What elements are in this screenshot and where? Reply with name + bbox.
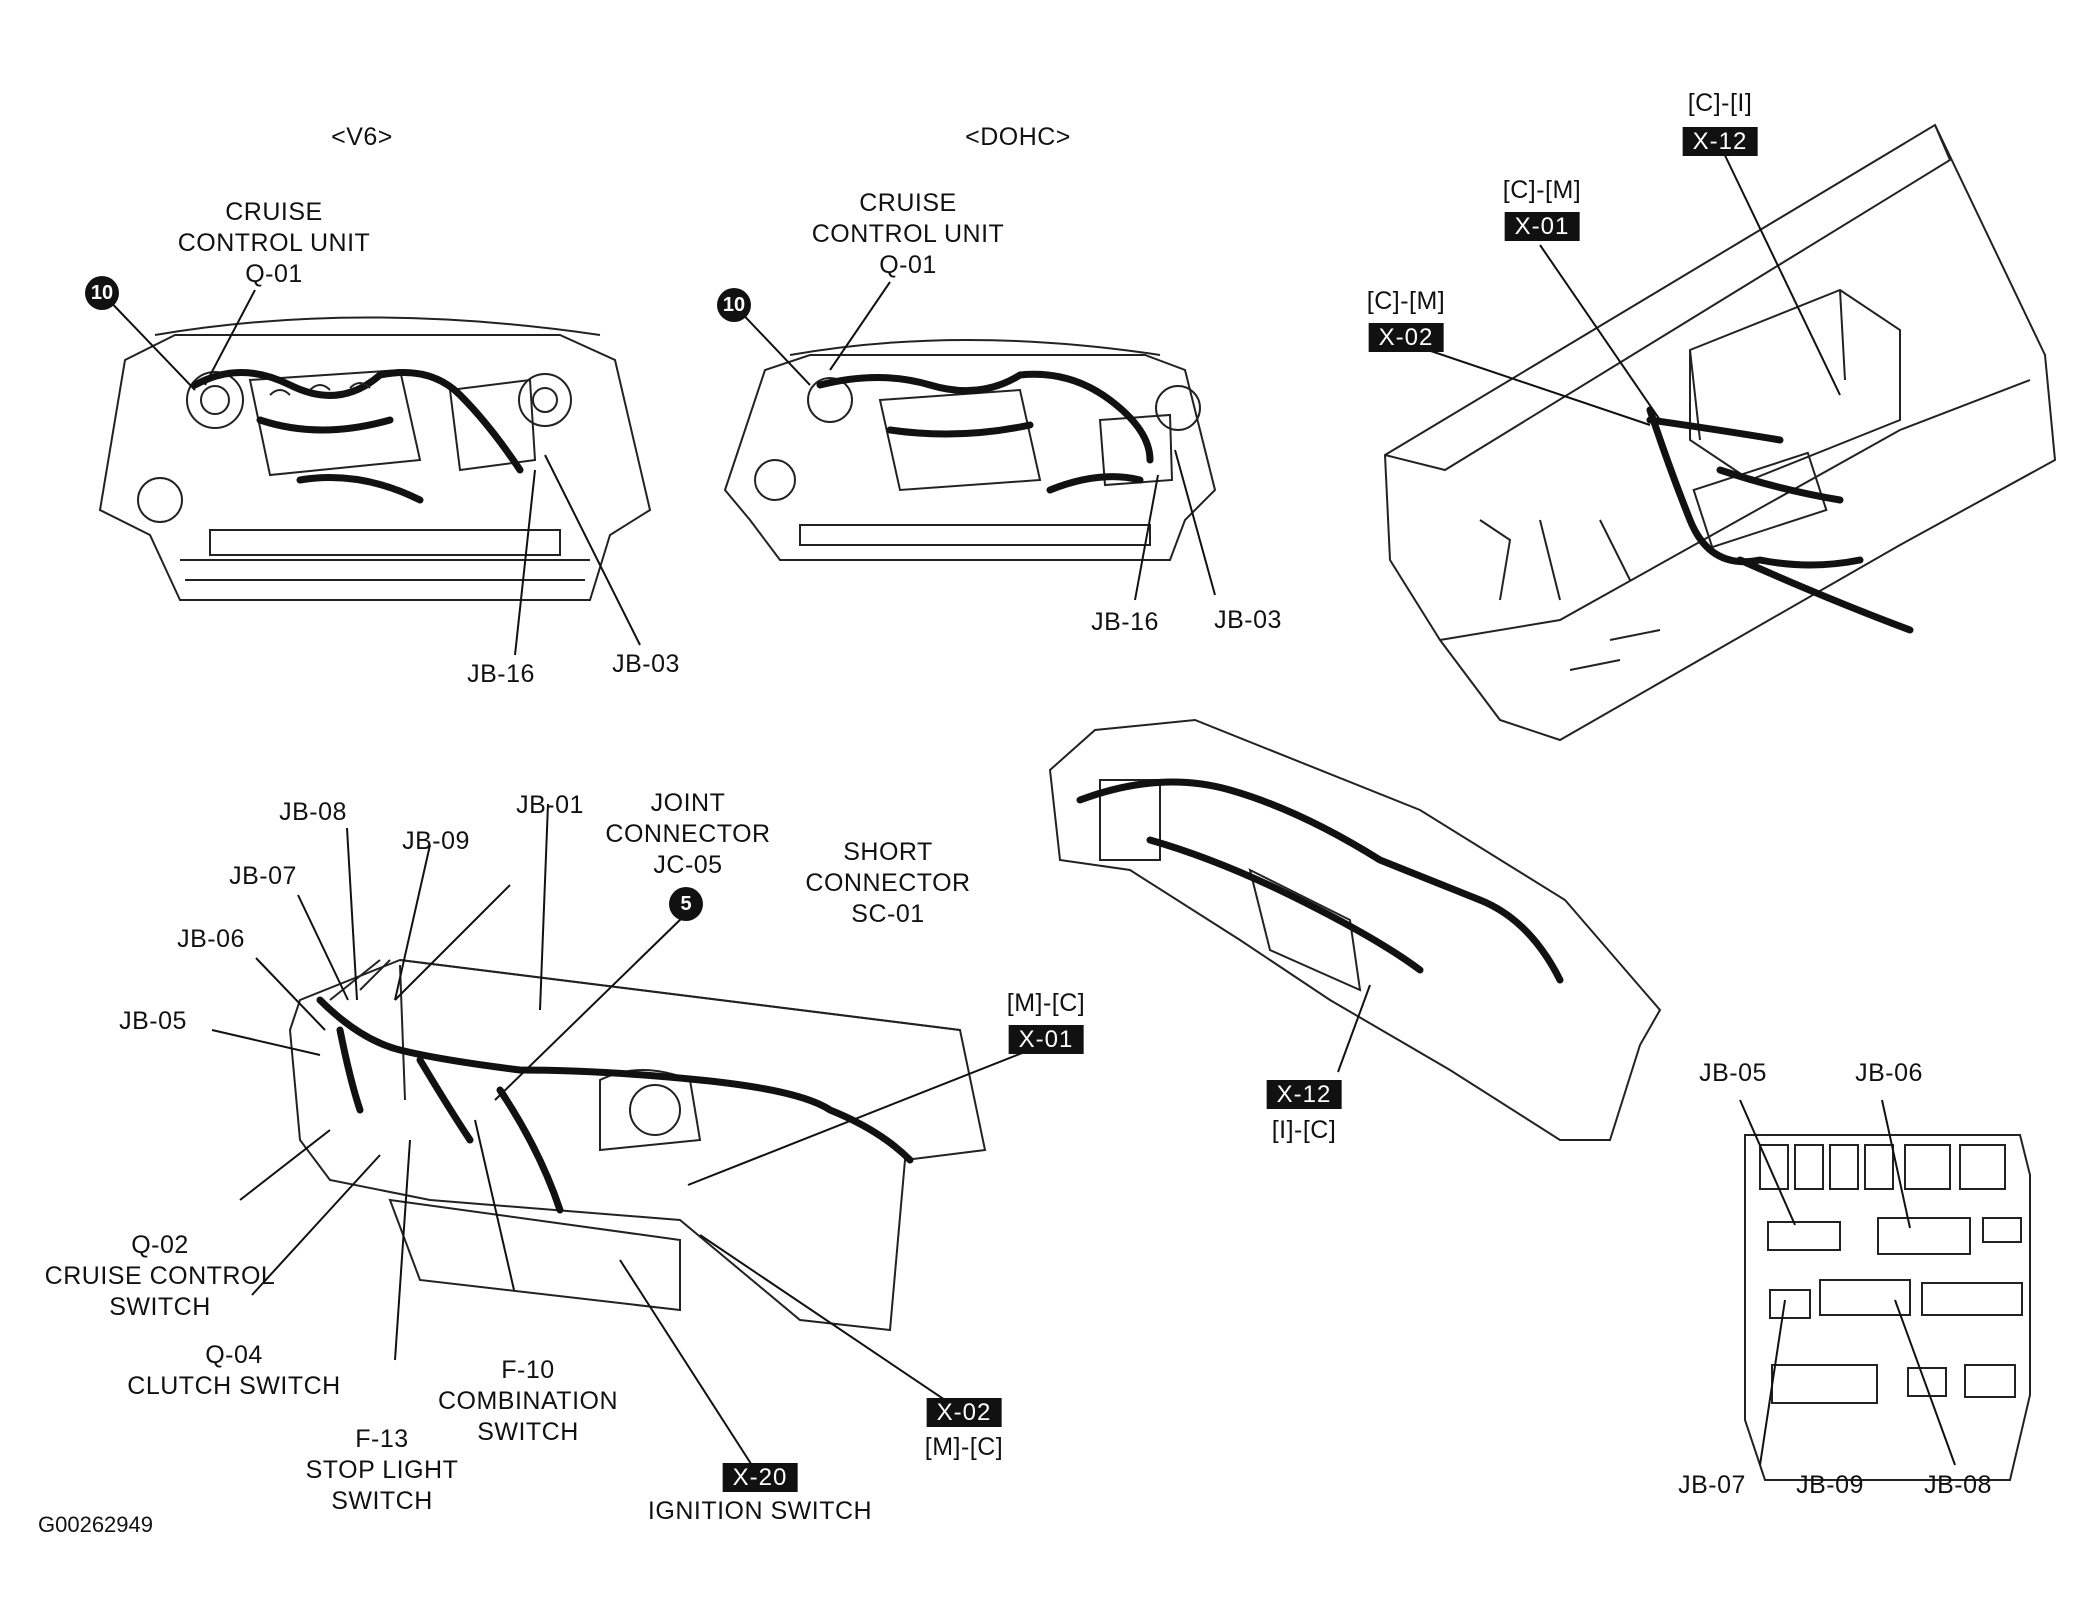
dohc-unit-line3: Q-01: [879, 251, 937, 279]
joint-connector-label: JOINT CONNECTOR JC-05: [605, 788, 770, 881]
instrument-panel-drawing: [288, 958, 987, 1332]
junction-box-drawing: [1744, 1134, 2031, 1481]
upper-dashboard-drawing: [1048, 718, 1662, 1141]
dohc-unit-line2: CONTROL UNIT: [811, 220, 1005, 248]
figure-id: G00262949: [38, 1512, 153, 1537]
v6-marker-badge: 10: [85, 276, 119, 310]
jbox-jb08-label: JB-08: [1924, 1471, 1992, 1499]
v6-unit-line2: CONTROL UNIT: [177, 229, 371, 257]
v6-jb16-label: JB-16: [467, 660, 535, 688]
joint-line3: JC-05: [653, 851, 723, 879]
panel-x01-route: [M]-[C]: [1006, 989, 1086, 1017]
clutch-switch-label: Q-04 CLUTCH SWITCH: [127, 1340, 340, 1402]
f10-line2: COMBINATION: [437, 1387, 619, 1415]
q02-line2: CRUISE CONTROL: [44, 1262, 276, 1290]
panel-jb05-label: JB-05: [119, 1007, 187, 1035]
floor-console-drawing: [1383, 123, 2057, 742]
dohc-jb03-label: JB-03: [1214, 606, 1282, 634]
f13-line1: F-13: [355, 1425, 409, 1453]
f13-line3: SWITCH: [331, 1487, 433, 1515]
f10-line1: F-10: [501, 1356, 555, 1384]
f13-line2: STOP LIGHT: [305, 1456, 459, 1484]
panel-x02-tag: X-02: [926, 1398, 1002, 1427]
panel-jb08-label: JB-08: [279, 798, 347, 826]
q04-line2: CLUTCH SWITCH: [127, 1372, 341, 1400]
panel-x20-tag: X-20: [722, 1463, 798, 1492]
short-connector-label: SHORT CONNECTOR SC-01: [805, 837, 970, 930]
short-line3: SC-01: [851, 900, 925, 928]
dohc-unit-line1: CRUISE: [859, 189, 957, 217]
joint-line2: CONNECTOR: [605, 820, 771, 848]
v6-jb03-label: JB-03: [612, 650, 680, 678]
floor-x01-tag: X-01: [1504, 212, 1580, 241]
jbox-jb05-label: JB-05: [1699, 1059, 1767, 1087]
v6-title: <V6>: [331, 123, 393, 151]
q02-line1: Q-02: [131, 1231, 189, 1259]
ignition-switch-label: IGNITION SWITCH: [647, 1497, 873, 1525]
joint-marker-badge: 5: [669, 887, 703, 921]
dohc-jb16-label: JB-16: [1091, 608, 1159, 636]
jbox-jb06-label: JB-06: [1855, 1059, 1923, 1087]
q02-line3: SWITCH: [109, 1293, 211, 1321]
v6-unit-line1: CRUISE: [225, 198, 323, 226]
dohc-title: <DOHC>: [965, 123, 1071, 151]
cruise-switch-label: Q-02 CRUISE CONTROL SWITCH: [45, 1230, 276, 1323]
panel-x02-route: [M]-[C]: [924, 1433, 1004, 1461]
v6-unit-line3: Q-01: [245, 260, 303, 288]
v6-engine-bay-drawing: [98, 316, 652, 601]
floor-x02-tag: X-02: [1368, 323, 1444, 352]
dohc-cruise-unit-label: CRUISE CONTROL UNIT Q-01: [812, 188, 1005, 281]
panel-jb01-label: JB-01: [516, 791, 584, 819]
leader-lines: [101, 144, 1956, 1471]
dash-x12-tag: X-12: [1266, 1080, 1342, 1109]
short-line1: SHORT: [843, 838, 933, 866]
v6-cruise-unit-label: CRUISE CONTROL UNIT Q-01: [178, 197, 371, 290]
jbox-jb09-label: JB-09: [1796, 1471, 1864, 1499]
stop-light-switch-label: F-13 STOP LIGHT SWITCH: [306, 1424, 459, 1517]
panel-jb06-label: JB-06: [177, 925, 245, 953]
panel-jb09-label: JB-09: [402, 827, 470, 855]
jbox-jb07-label: JB-07: [1678, 1471, 1746, 1499]
floor-x01-route: [C]-[M]: [1502, 176, 1582, 204]
f10-line3: SWITCH: [477, 1418, 579, 1446]
combination-switch-label: F-10 COMBINATION SWITCH: [438, 1355, 618, 1448]
dohc-marker-badge: 10: [717, 288, 751, 322]
floor-x12-tag: X-12: [1682, 127, 1758, 156]
floor-x12-route: [C]-[I]: [1687, 89, 1753, 117]
dohc-engine-bay-drawing: [723, 339, 1217, 561]
short-line2: CONNECTOR: [805, 869, 971, 897]
panel-jb07-label: JB-07: [229, 862, 297, 890]
q04-line1: Q-04: [205, 1341, 263, 1369]
dash-x12-route: [I]-[C]: [1271, 1116, 1337, 1144]
joint-line1: JOINT: [650, 789, 726, 817]
panel-x01-tag: X-01: [1008, 1025, 1084, 1054]
floor-x02-route: [C]-[M]: [1366, 287, 1446, 315]
